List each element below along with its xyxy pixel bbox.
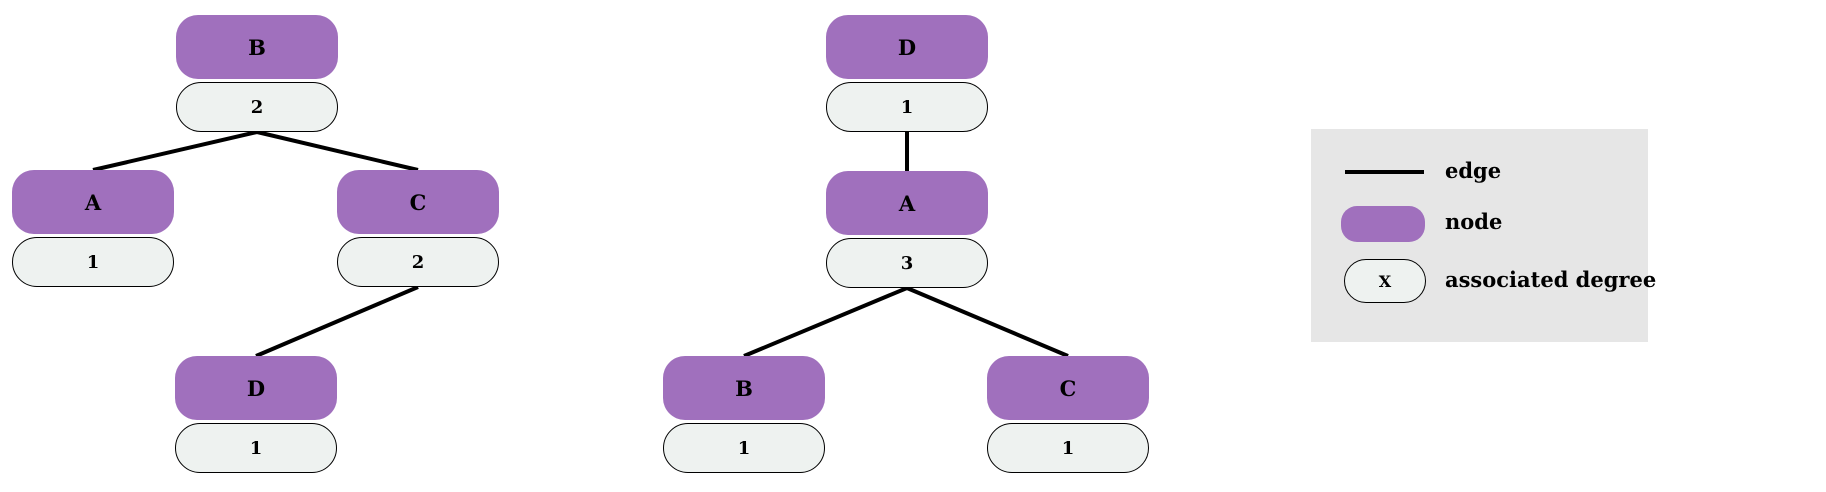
legend-degree-label: associated degree [1445, 267, 1657, 292]
edge-a-c [906, 286, 1069, 358]
degree-a: 1 [12, 237, 174, 287]
legend-degree-swatch: X [1344, 259, 1426, 303]
legend: edge node X associated degree [1311, 129, 1656, 342]
node-c: C [987, 356, 1149, 420]
node-a: A [12, 170, 174, 234]
node-d: D [175, 356, 337, 420]
degree-c: 2 [337, 237, 499, 287]
legend-edge-swatch [1345, 170, 1424, 174]
node-d: D [826, 15, 988, 79]
legend-node-label: node [1445, 209, 1503, 234]
edge-c-d [255, 285, 419, 358]
edge-b-c [256, 130, 419, 172]
legend-node-swatch [1341, 206, 1425, 242]
node-b: B [663, 356, 825, 420]
edge-b-a [92, 130, 258, 172]
degree-b: 1 [663, 423, 825, 473]
node-b: B [176, 15, 338, 79]
node-c: C [337, 170, 499, 234]
degree-d: 1 [175, 423, 337, 473]
degree-c: 1 [987, 423, 1149, 473]
degree-a: 3 [826, 238, 988, 288]
degree-d: 1 [826, 82, 988, 132]
node-a: A [826, 171, 988, 235]
degree-b: 2 [176, 82, 338, 132]
legend-edge-label: edge [1445, 158, 1502, 183]
edge-a-b [743, 286, 908, 358]
